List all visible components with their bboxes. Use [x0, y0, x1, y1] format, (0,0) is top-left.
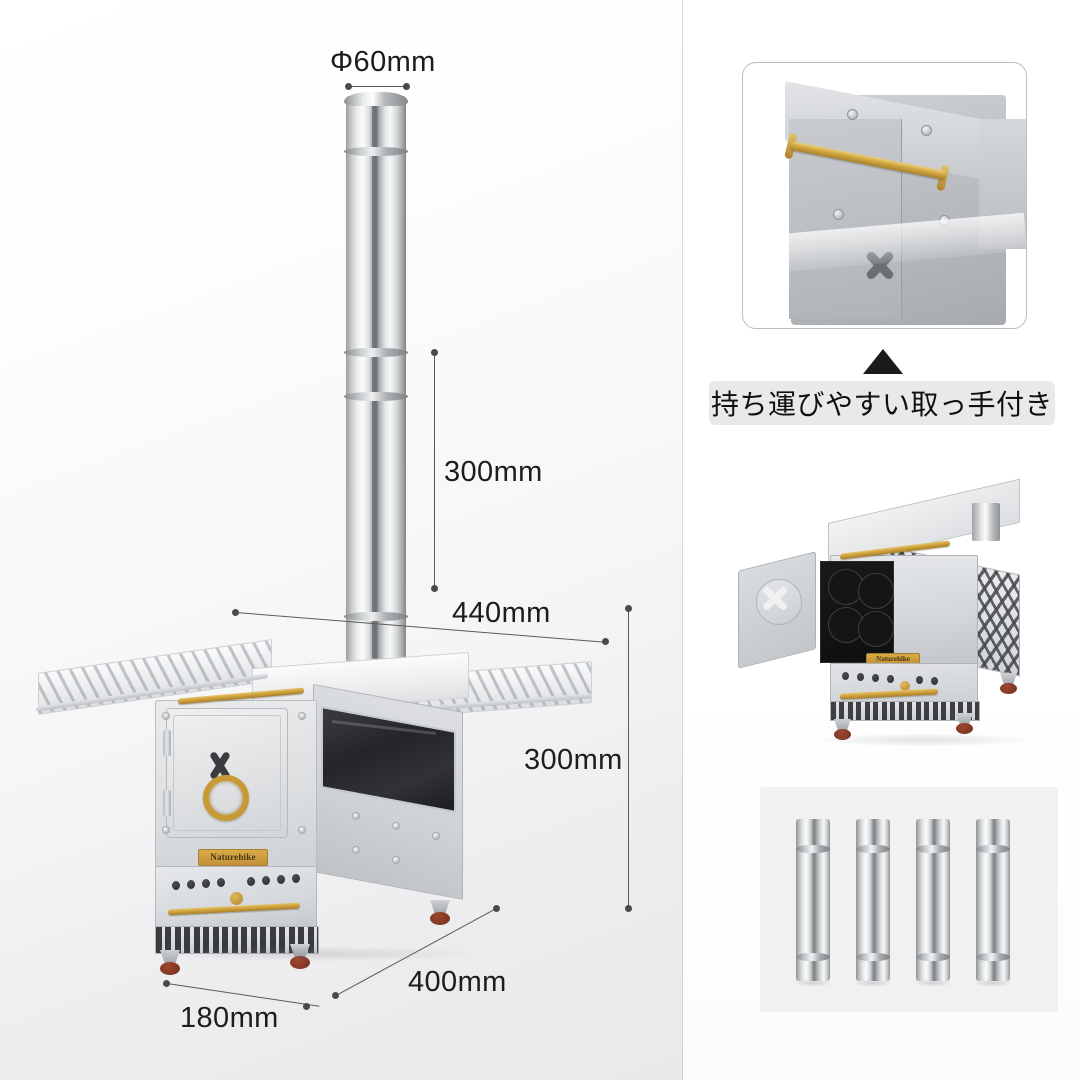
feature-caption-text: 持ち運びやすい取っ手付き [710, 388, 1053, 421]
door-hinge-upper [163, 730, 171, 756]
dim-label-stove-depth: 440mm [452, 597, 551, 629]
door-hinge-lower [163, 790, 171, 816]
pipe-joint-band [856, 953, 890, 961]
dim-label-chimney-height: 300mm [444, 456, 543, 488]
dim-endpoint [493, 905, 500, 912]
air-vent-hole [247, 877, 255, 886]
pipe-joint-band [796, 953, 830, 961]
pipe-joint-band [916, 845, 950, 853]
handle-detail-photo [742, 62, 1027, 329]
product-burner-ring [858, 573, 894, 609]
air-vent-hole [916, 676, 923, 684]
dim-endpoint [345, 83, 352, 90]
dim-line-chimney-height [434, 352, 436, 588]
dim-label-stove-length: 400mm [408, 966, 507, 998]
dim-endpoint [303, 1003, 310, 1010]
dim-endpoint [163, 980, 170, 987]
brand-badge: Naturehike [198, 849, 268, 866]
screw [833, 209, 844, 220]
product-base-skirt [830, 701, 980, 721]
air-vent-hole [872, 674, 879, 682]
chimney-pipe-sections-photo [760, 787, 1058, 1012]
stove-base-skirt [155, 926, 319, 954]
chimney-joint-band [344, 392, 408, 401]
screw [847, 109, 858, 120]
product-air-knob [900, 681, 910, 691]
air-vent-hole [187, 880, 195, 889]
product-three-quarter-photo: Naturehike [700, 478, 1066, 760]
air-vent-hole [262, 876, 270, 885]
dim-endpoint [232, 609, 239, 616]
air-vent-hole [292, 874, 300, 883]
screw [921, 125, 932, 136]
rivet [392, 856, 400, 864]
air-vent-hole [842, 672, 849, 680]
dim-endpoint [431, 349, 438, 356]
caption-arrow-icon [863, 349, 903, 374]
dim-endpoint [625, 905, 632, 912]
dim-line-stove-height [628, 608, 630, 908]
air-vent-hole [172, 881, 180, 890]
air-vent-hole [857, 673, 864, 681]
pipe-joint-band [796, 845, 830, 853]
pipe-shadow [913, 979, 953, 987]
air-vent-hole [931, 677, 938, 685]
pipe-shadow [793, 979, 833, 987]
dim-endpoint [403, 83, 410, 90]
rivet [298, 826, 306, 834]
rivet [162, 712, 170, 720]
product-ground-shadow [810, 733, 1040, 747]
pipe-shadow [973, 979, 1013, 987]
product-chimney-collar [972, 503, 1000, 541]
product-burner-ring [858, 611, 894, 647]
door-inner-frame [173, 715, 281, 831]
pipe-joint-band [916, 953, 950, 961]
rivet [392, 822, 400, 830]
dim-line-chimney-diameter [348, 86, 406, 88]
chimney-joint-band [344, 612, 408, 621]
stove-foot [430, 912, 450, 925]
pipe-joint-band [856, 845, 890, 853]
stove-foot [290, 956, 310, 969]
chimney-joint-band [344, 147, 408, 156]
rivet [162, 826, 170, 834]
rivet [298, 712, 306, 720]
product-foot [1000, 683, 1017, 694]
feature-caption: 持ち運びやすい取っ手付き [709, 381, 1055, 425]
dim-label-chimney-diameter: Φ60mm [330, 46, 436, 78]
air-vent-hole [277, 875, 285, 884]
dim-label-stove-height: 300mm [524, 744, 623, 776]
dim-endpoint [332, 992, 339, 999]
pipe-joint-band [976, 953, 1010, 961]
dim-endpoint [625, 605, 632, 612]
ground-shadow [150, 946, 480, 962]
dim-label-stove-width: 180mm [180, 1002, 279, 1034]
pipe-joint-band [976, 845, 1010, 853]
dim-endpoint [602, 638, 609, 645]
chimney-joint-band [344, 348, 408, 357]
rivet [352, 812, 360, 820]
product-foot [834, 729, 851, 740]
door-pull-ring [203, 775, 249, 821]
air-vent-hole [887, 675, 894, 683]
pipe-shadow [853, 979, 893, 987]
background-left-panel [0, 0, 683, 1080]
air-vent-hole [202, 879, 210, 888]
rivet [352, 846, 360, 854]
rivet [432, 832, 440, 840]
chimney-top-cap [344, 92, 408, 106]
air-control-knob [230, 892, 243, 905]
chimney-shading [372, 100, 379, 658]
stove-dimension-illustration: Naturehike [36, 92, 592, 975]
column-divider [682, 0, 683, 1080]
dim-endpoint [431, 585, 438, 592]
stove-foot [160, 962, 180, 975]
air-vent-hole [217, 878, 225, 887]
product-foot [956, 723, 973, 734]
